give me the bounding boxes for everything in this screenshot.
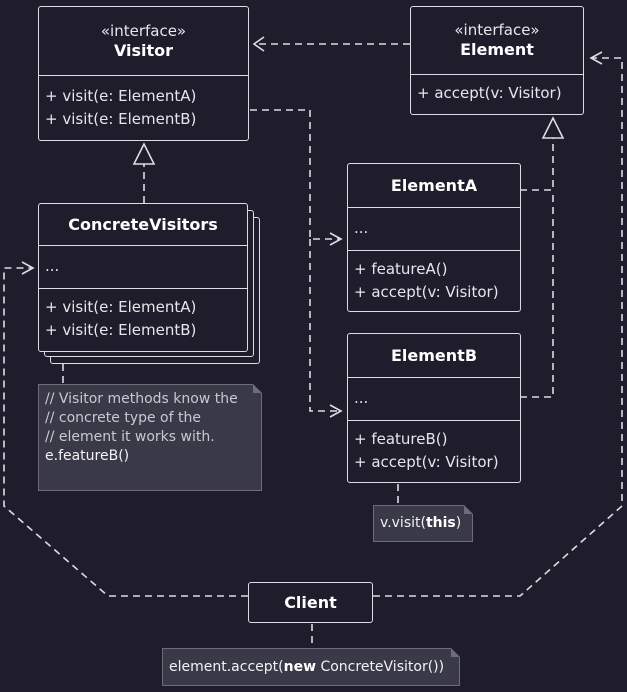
visitor-methods: + visit(e: ElementA) + visit(e: ElementB… xyxy=(39,75,248,131)
element-a-box[interactable]: ElementA ... + featureA() + accept(v: Vi… xyxy=(347,163,521,312)
element-b-fields: ... xyxy=(348,377,520,420)
element-b-methods: + featureB() + accept(v: Visitor) xyxy=(348,420,520,474)
element-interface-box[interactable]: «interface» Element + accept(v: Visitor) xyxy=(410,6,584,115)
arrowhead-to-element xyxy=(589,51,603,65)
visitor-header: «interface» Visitor xyxy=(39,7,248,75)
note-code-prefix: element.accept( xyxy=(169,659,284,675)
element-stereotype: «interface» xyxy=(454,21,540,39)
element-b-field: ... xyxy=(354,389,369,407)
element-b-method: + accept(v: Visitor) xyxy=(354,453,499,471)
element-b-header: ElementB xyxy=(348,334,520,377)
client-usage-note: element.accept(new ConcreteVisitor()) xyxy=(162,648,460,686)
element-header: «interface» Element xyxy=(411,7,583,74)
element-b-box[interactable]: ElementB ... + featureB() + accept(v: Vi… xyxy=(347,333,521,483)
visitor-to-element-b-dependency xyxy=(309,239,340,412)
note-code-suffix: ConcreteVisitor()) xyxy=(316,659,445,675)
concrete-visitors-method: + visit(e: ElementA) xyxy=(45,298,197,316)
note-comment-line: // Visitor methods know the xyxy=(45,391,238,407)
client-to-element-dependency xyxy=(373,57,623,597)
element-a-method: + accept(v: Visitor) xyxy=(354,283,499,301)
concrete-visitors-box[interactable]: ConcreteVisitors ... + visit(e: ElementA… xyxy=(38,203,248,352)
arrowhead-to-visitor xyxy=(252,36,265,52)
concrete-visitors-methods: + visit(e: ElementA) + visit(e: ElementB… xyxy=(39,288,247,342)
client-to-concrete-visitors-dependency xyxy=(3,267,248,597)
element-b-accept-note: v.visit(this) xyxy=(373,505,473,542)
note-fold-icon xyxy=(253,384,262,393)
note-code-suffix: ) xyxy=(455,515,462,531)
arrowhead-to-element-a xyxy=(329,232,343,246)
element-a-fields: ... xyxy=(348,207,520,250)
visitor-interface-box[interactable]: «interface» Visitor + visit(e: ElementA)… xyxy=(38,6,249,141)
note-fold-icon xyxy=(451,648,460,657)
concrete-visitors-name: ConcreteVisitors xyxy=(68,214,218,234)
element-a-method: + featureA() xyxy=(354,260,448,278)
element-a-methods: + featureA() + accept(v: Visitor) xyxy=(348,250,520,304)
element-method: + accept(v: Visitor) xyxy=(417,84,562,102)
note-code-keyword: this xyxy=(425,515,456,531)
note-code-prefix: v.visit( xyxy=(380,515,426,531)
arrowhead-to-element-b xyxy=(329,404,343,418)
element-methods: + accept(v: Visitor) xyxy=(411,74,583,105)
visitor-methods-note: // Visitor methods know the // concrete … xyxy=(38,384,262,491)
element-b-method: + featureB() xyxy=(354,430,448,448)
realization-triangle-visitor xyxy=(132,142,156,165)
note-fold-icon xyxy=(464,505,473,514)
visitor-stereotype: «interface» xyxy=(100,21,187,40)
visitor-method: + visit(e: ElementA) xyxy=(45,87,197,105)
concrete-visitors-header: ConcreteVisitors xyxy=(39,204,247,245)
visitor-method: + visit(e: ElementB) xyxy=(45,110,197,128)
client-box[interactable]: Client xyxy=(248,582,373,623)
concrete-visitors-field: ... xyxy=(45,257,60,275)
element-a-name: ElementA xyxy=(390,175,478,195)
visitor-to-element-a-dependency xyxy=(250,109,340,240)
element-name: Element xyxy=(460,40,534,59)
element-b-name: ElementB xyxy=(390,345,478,365)
element-b-realization xyxy=(520,190,554,398)
note-comment-line: // element it works with. xyxy=(45,429,215,445)
note-comment-line: // concrete type of the xyxy=(45,410,201,426)
client-name: Client xyxy=(284,592,337,612)
element-a-field: ... xyxy=(354,219,369,237)
element-a-realization xyxy=(520,138,554,191)
visitor-name: Visitor xyxy=(113,40,174,60)
arrowhead-to-concrete-visitors xyxy=(21,261,35,275)
note-code-line: e.featureB() xyxy=(45,448,130,464)
realization-triangle-element xyxy=(541,116,565,139)
concrete-visitors-method: + visit(e: ElementB) xyxy=(45,321,197,339)
element-a-header: ElementA xyxy=(348,164,520,207)
concrete-visitors-fields: ... xyxy=(39,245,247,288)
note-code-keyword: new xyxy=(283,659,317,675)
